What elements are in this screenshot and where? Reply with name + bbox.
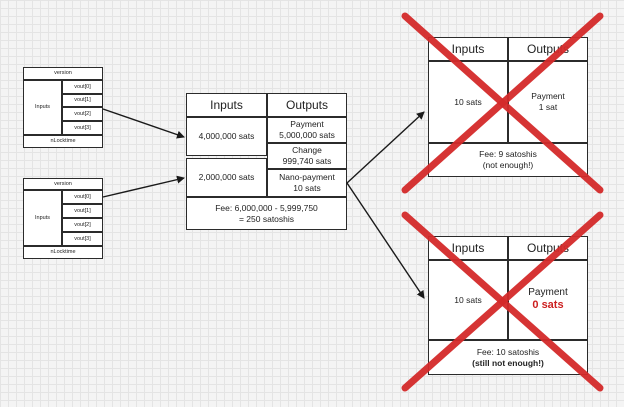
arrow-to-rejected-1: [346, 111, 425, 184]
output-change: Change 999,740 sats: [267, 143, 347, 169]
output-label: Change: [292, 145, 322, 156]
arrow-vout1-to-input1: [102, 108, 185, 139]
vout-label: vout[3]: [74, 235, 91, 242]
output-label: Payment: [290, 119, 324, 130]
version-label: version: [54, 180, 72, 187]
inputs-header: Inputs: [428, 37, 508, 61]
fee-result: = 250 satoshis: [238, 213, 295, 224]
inputs-label: Inputs: [35, 214, 50, 221]
vout-label: vout[1]: [74, 207, 91, 214]
vout-1: vout[1]: [62, 204, 103, 218]
input-amount: 10 sats: [454, 294, 482, 305]
rejected-cross-1: [401, 12, 604, 194]
output-amount: 999,740 sats: [282, 156, 332, 166]
outputs-header-label: Outputs: [285, 97, 329, 112]
vout-label: vout[3]: [74, 124, 91, 131]
vout-0: vout[0]: [62, 80, 103, 94]
output-amount: 5,000,000 sats: [279, 130, 335, 140]
vout-label: vout[2]: [74, 221, 91, 228]
fee-amount: Fee: 9 satoshis: [479, 149, 537, 160]
arrow-to-rejected-2: [346, 182, 425, 299]
fee-note: (not enough!): [482, 160, 534, 170]
vout-0: vout[0]: [62, 190, 103, 204]
locktime-field: nLocktime: [23, 246, 103, 259]
output-nano-payment: Nano-payment 10 sats: [267, 169, 347, 197]
output-payment: Payment 5,000,000 sats: [267, 117, 347, 143]
input-2: 2,000,000 sats: [186, 158, 267, 197]
outputs-header: Outputs: [267, 93, 347, 117]
version-label: version: [54, 70, 72, 77]
fee-formula: Fee: 6,000,000 - 5,999,750: [215, 202, 318, 213]
cross-stroke: [401, 12, 604, 194]
vout-2: vout[2]: [62, 218, 103, 232]
input-amount: 2,000,000 sats: [198, 172, 255, 183]
output-amount: 1 sat: [538, 102, 558, 112]
locktime-label: nLocktime: [50, 249, 76, 256]
inputs-field: Inputs: [23, 80, 62, 135]
vout-label: vout[2]: [74, 110, 91, 117]
inputs-header-label: Inputs: [210, 97, 243, 112]
vout-label: vout[0]: [74, 83, 91, 90]
arrow-vout0-to-input2: [102, 175, 185, 198]
vout-1: vout[1]: [62, 94, 103, 107]
output-label: Payment: [528, 286, 568, 298]
fee-amount: Fee: 10 satoshis: [476, 346, 540, 357]
input-amount: 10 sats: [454, 96, 482, 107]
vout-2: vout[2]: [62, 107, 103, 121]
rejected-cross-2: [401, 211, 604, 392]
inputs-header: Inputs: [428, 236, 508, 260]
inputs-header-label: Inputs: [451, 41, 485, 56]
inputs-label: Inputs: [35, 104, 50, 111]
input-1: 4,000,000 sats: [186, 117, 267, 156]
output-label: Payment: [531, 91, 565, 102]
fee-box: Fee: 6,000,000 - 5,999,750 = 250 satoshi…: [186, 197, 347, 230]
cross-stroke: [401, 211, 604, 392]
vout-label: vout[1]: [74, 97, 91, 104]
version-field: version: [23, 178, 103, 190]
inputs-field: Inputs: [23, 190, 62, 246]
locktime-label: nLocktime: [50, 138, 76, 145]
output-cell: Payment 1 sat: [508, 61, 588, 143]
fee-note: (still not enough!): [472, 357, 544, 368]
inputs-header-label: Inputs: [451, 240, 485, 255]
output-label: Nano-payment: [279, 172, 335, 183]
version-field: version: [23, 67, 103, 80]
inputs-header: Inputs: [186, 93, 267, 117]
input-amount: 4,000,000 sats: [198, 131, 255, 142]
vout-3: vout[3]: [62, 232, 103, 246]
locktime-field: nLocktime: [23, 135, 103, 148]
output-amount: 10 sats: [293, 183, 321, 193]
vout-label: vout[0]: [74, 193, 91, 200]
output-amount-highlight: 0 sats: [532, 299, 564, 312]
vout-3: vout[3]: [62, 121, 103, 135]
